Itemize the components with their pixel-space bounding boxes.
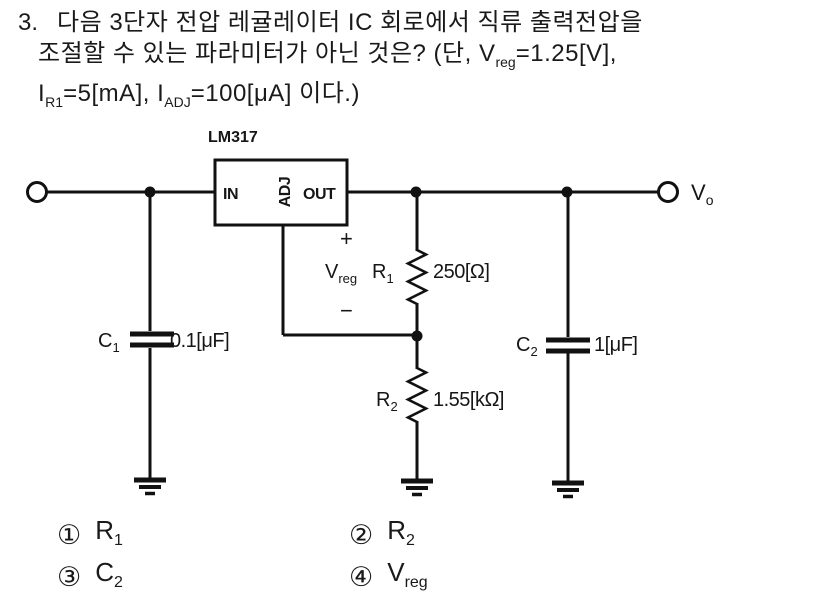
output-terminal	[657, 181, 679, 203]
question-line-1: 다음 3단자 전압 레귤레이터 IC 회로에서 직류 출력전압을	[57, 9, 643, 36]
vreg-label: Vreg	[325, 261, 357, 286]
pin-out-label: OUT	[303, 186, 336, 203]
option-1-label: R1	[95, 515, 123, 550]
junction-dot-r1	[410, 186, 422, 198]
question-text: 다음 3단자 전압 레귤레이터 IC 회로에서 직류 출력전압을 조절할 수 있…	[38, 7, 818, 118]
ground-symbol-c2	[552, 480, 584, 499]
junction-dot-c1	[144, 186, 156, 198]
option-3-label: C2	[95, 557, 123, 592]
option-4-number: ④	[349, 562, 374, 593]
option-4-label: Vreg	[387, 557, 428, 592]
option-1-number: ①	[57, 520, 82, 551]
ic-box	[213, 158, 349, 227]
pin-adj-label: ADJ	[277, 177, 294, 208]
junction-dot-c2	[561, 186, 573, 198]
c2-label: C2	[516, 334, 538, 359]
r1-label: R1	[372, 261, 394, 286]
c2-value: 1[μF]	[594, 334, 637, 356]
option-3: ③ C2	[57, 559, 123, 593]
question-line-3-b: =5[mA], I	[63, 79, 165, 107]
pin-in-label: IN	[223, 186, 238, 203]
vo-label: Vo	[691, 180, 714, 208]
question-line-2-a: 조절할 수 있는 파라미터가 아닌 것은? (단, V	[38, 40, 496, 67]
c1-label: C1	[98, 330, 120, 355]
question-number: 3.	[18, 9, 39, 36]
option-2-number: ②	[349, 520, 374, 551]
junction-dot-adj	[411, 330, 423, 342]
r2-value: 1.55[kΩ]	[433, 389, 504, 411]
minus-sign: −	[340, 298, 353, 323]
option-4: ④ Vreg	[349, 559, 428, 593]
iadj-subscript: ADJ	[164, 93, 191, 110]
input-terminal	[26, 181, 48, 203]
r2-resistor	[405, 366, 429, 424]
c1-value: 0.1[μF]	[170, 330, 229, 352]
question-line-2: 조절할 수 있는 파라미터가 아닌 것은? (단, Vreg=1.25[V],	[38, 38, 818, 78]
ground-symbol-c1	[134, 477, 166, 496]
question-line-3-c: =100[μA] 이다.)	[190, 79, 360, 107]
ic-label: LM317	[208, 129, 258, 146]
ground-symbol-r2	[401, 478, 433, 497]
option-3-number: ③	[57, 562, 82, 593]
option-2-label: R2	[387, 515, 415, 550]
question-line-3: IR1=5[mA], IADJ=100[μA] 이다.)	[38, 78, 818, 118]
r2-label: R2	[376, 389, 398, 414]
option-1: ① R1	[57, 517, 123, 554]
ir1-subscript: R1	[45, 93, 64, 110]
vreg-subscript: reg	[495, 53, 516, 70]
question-line-2-b: =1.25[V],	[515, 40, 617, 67]
question-line-3-a: I	[38, 79, 46, 107]
r1-resistor	[405, 248, 429, 306]
r1-value: 250[Ω]	[433, 261, 489, 283]
plus-sign: +	[340, 226, 353, 251]
option-2: ② R2	[349, 517, 415, 554]
